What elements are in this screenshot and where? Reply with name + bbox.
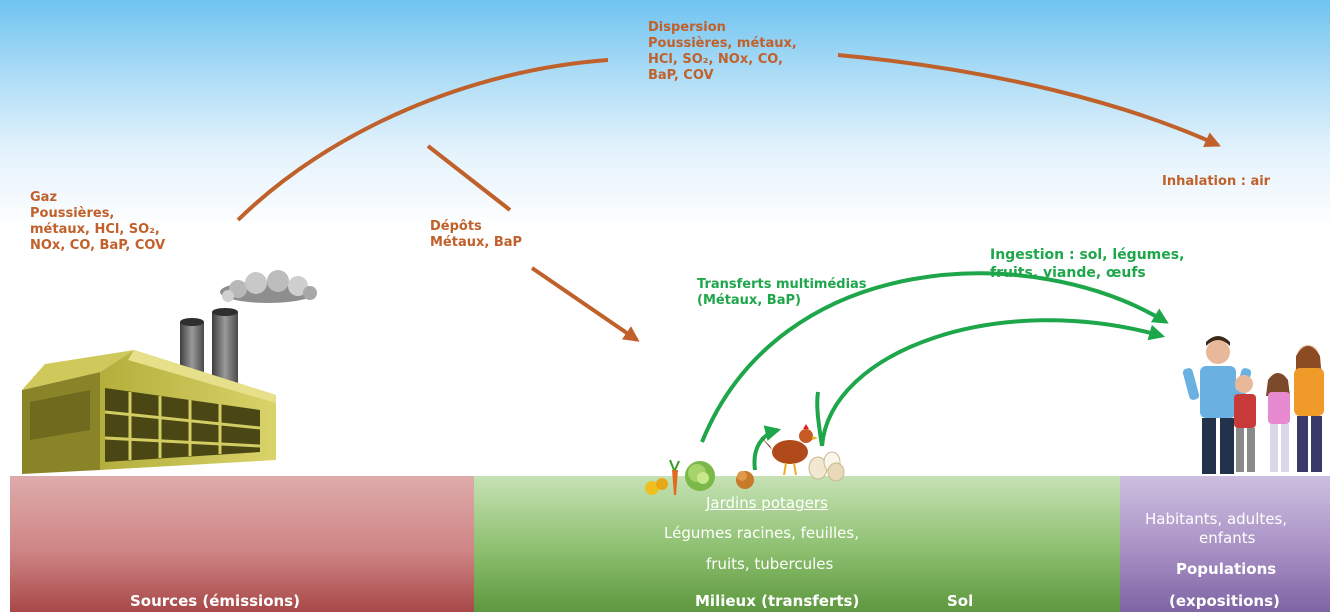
dispersion-line-2: Poussières, métaux,: [648, 36, 797, 51]
smoke-cloud-icon: [220, 270, 317, 303]
emissions-label: Gaz Poussières, métaux, HCl, SO₂, NOx, C…: [30, 190, 165, 254]
emissions-line-1: Gaz: [30, 190, 58, 205]
depots-label: Dépôts Métaux, BaP: [430, 219, 522, 251]
ingestion-line-1: Ingestion : sol, légumes,: [990, 247, 1185, 263]
depots-line-upper: [426, 144, 512, 212]
emissions-line-3: métaux, HCl, SO₂,: [30, 222, 160, 237]
family-icon: [1182, 336, 1324, 474]
transferts-label: Transferts multimédias (Métaux, BaP): [697, 277, 867, 309]
emissions-line-4: NOx, CO, BaP, COV: [30, 238, 166, 253]
factory-icon: [22, 308, 276, 474]
hen-icon: [760, 424, 818, 476]
eggs-arrow: [815, 391, 824, 447]
sol-label: Sol: [947, 592, 974, 610]
legumes-line1: Légumes racines, feuilles,: [664, 524, 859, 542]
depots-arrow: [530, 266, 640, 342]
populations-subtitle: (expositions): [1169, 592, 1280, 610]
transferts-line-2: (Métaux, BaP): [697, 293, 801, 308]
emissions-line-2: Poussières,: [30, 206, 115, 221]
legumes-line2: fruits, tubercules: [706, 555, 834, 573]
populations-title: Populations: [1176, 560, 1277, 578]
sources-panel: Sources (émissions): [10, 476, 474, 612]
ingestion-line-2: fruits, viande, œufs: [990, 265, 1146, 281]
ingestion-arrow-inner: [820, 318, 1166, 447]
depots-line-1: Dépôts: [430, 219, 482, 234]
dispersion-line-1: Dispersion: [648, 20, 726, 35]
dispersion-label: Dispersion Poussières, métaux, HCl, SO₂,…: [648, 20, 797, 84]
habitants-line2: enfants: [1199, 529, 1256, 547]
vegetables-icon: [645, 459, 754, 495]
dispersion-arrow: [837, 53, 1221, 147]
hen-arrow: [752, 425, 782, 471]
transferts-line-1: Transferts multimédias: [697, 277, 867, 292]
inhalation-label: Inhalation : air: [1162, 174, 1271, 189]
populations-panel: Habitants, adultes, enfants Populations …: [1120, 476, 1330, 612]
milieux-panel: Jardins potagers Légumes racines, feuill…: [474, 476, 1120, 612]
habitants-line1: Habitants, adultes,: [1145, 510, 1288, 528]
jardins-potagers-label: Jardins potagers: [706, 494, 828, 512]
ingestion-label: Ingestion : sol, légumes, fruits, viande…: [990, 246, 1184, 282]
milieux-title: Milieux (transferts): [695, 592, 860, 610]
dispersion-line-4: BaP, COV: [648, 68, 714, 83]
dispersion-line-3: HCl, SO₂, NOx, CO,: [648, 52, 783, 67]
sources-title: Sources (émissions): [130, 592, 300, 610]
depots-line-2: Métaux, BaP: [430, 235, 523, 250]
eggs-icon: [808, 451, 845, 482]
dispersion-arc-left: [236, 58, 609, 222]
ingestion-arrow-outer: [700, 271, 1169, 443]
